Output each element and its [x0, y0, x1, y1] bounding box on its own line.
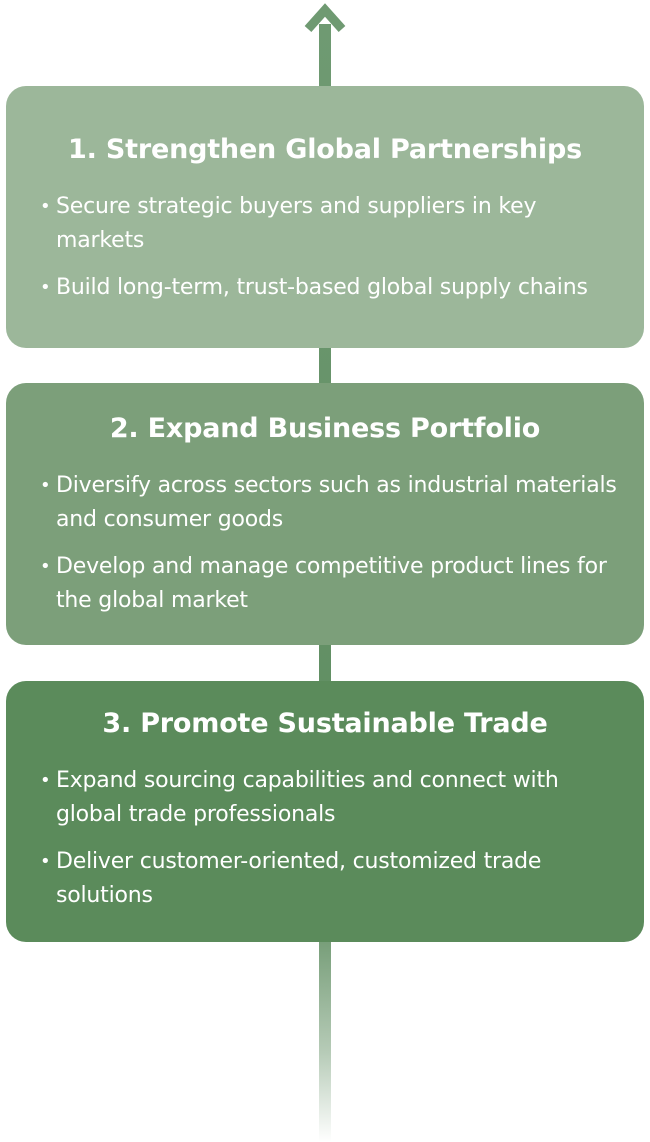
- step-title: 3. Promote Sustainable Trade: [102, 708, 548, 739]
- step-bullet-list: Diversify across sectors such as industr…: [40, 469, 624, 618]
- step-bullet: Deliver customer-oriented, customized tr…: [40, 845, 624, 913]
- step-card-1: 1. Strengthen Global Partnerships Secure…: [6, 86, 644, 348]
- step-title: 1. Strengthen Global Partnerships: [68, 134, 582, 165]
- step-bullet-list: Secure strategic buyers and suppliers in…: [40, 190, 624, 305]
- step-bullet: Develop and manage competitive product l…: [40, 550, 624, 618]
- step-card-2: 2. Expand Business Portfolio Diversify a…: [6, 383, 644, 645]
- step-bullet-list: Expand sourcing capabilities and connect…: [40, 764, 624, 913]
- step-bullet: Expand sourcing capabilities and connect…: [40, 764, 624, 832]
- step-card-3: 3. Promote Sustainable Trade Expand sour…: [6, 681, 644, 942]
- up-arrow-icon: [304, 3, 346, 33]
- step-bullet: Secure strategic buyers and suppliers in…: [40, 190, 624, 258]
- step-bullet: Build long-term, trust-based global supp…: [40, 271, 624, 305]
- step-title: 2. Expand Business Portfolio: [109, 413, 541, 444]
- step-bullet: Diversify across sectors such as industr…: [40, 469, 624, 537]
